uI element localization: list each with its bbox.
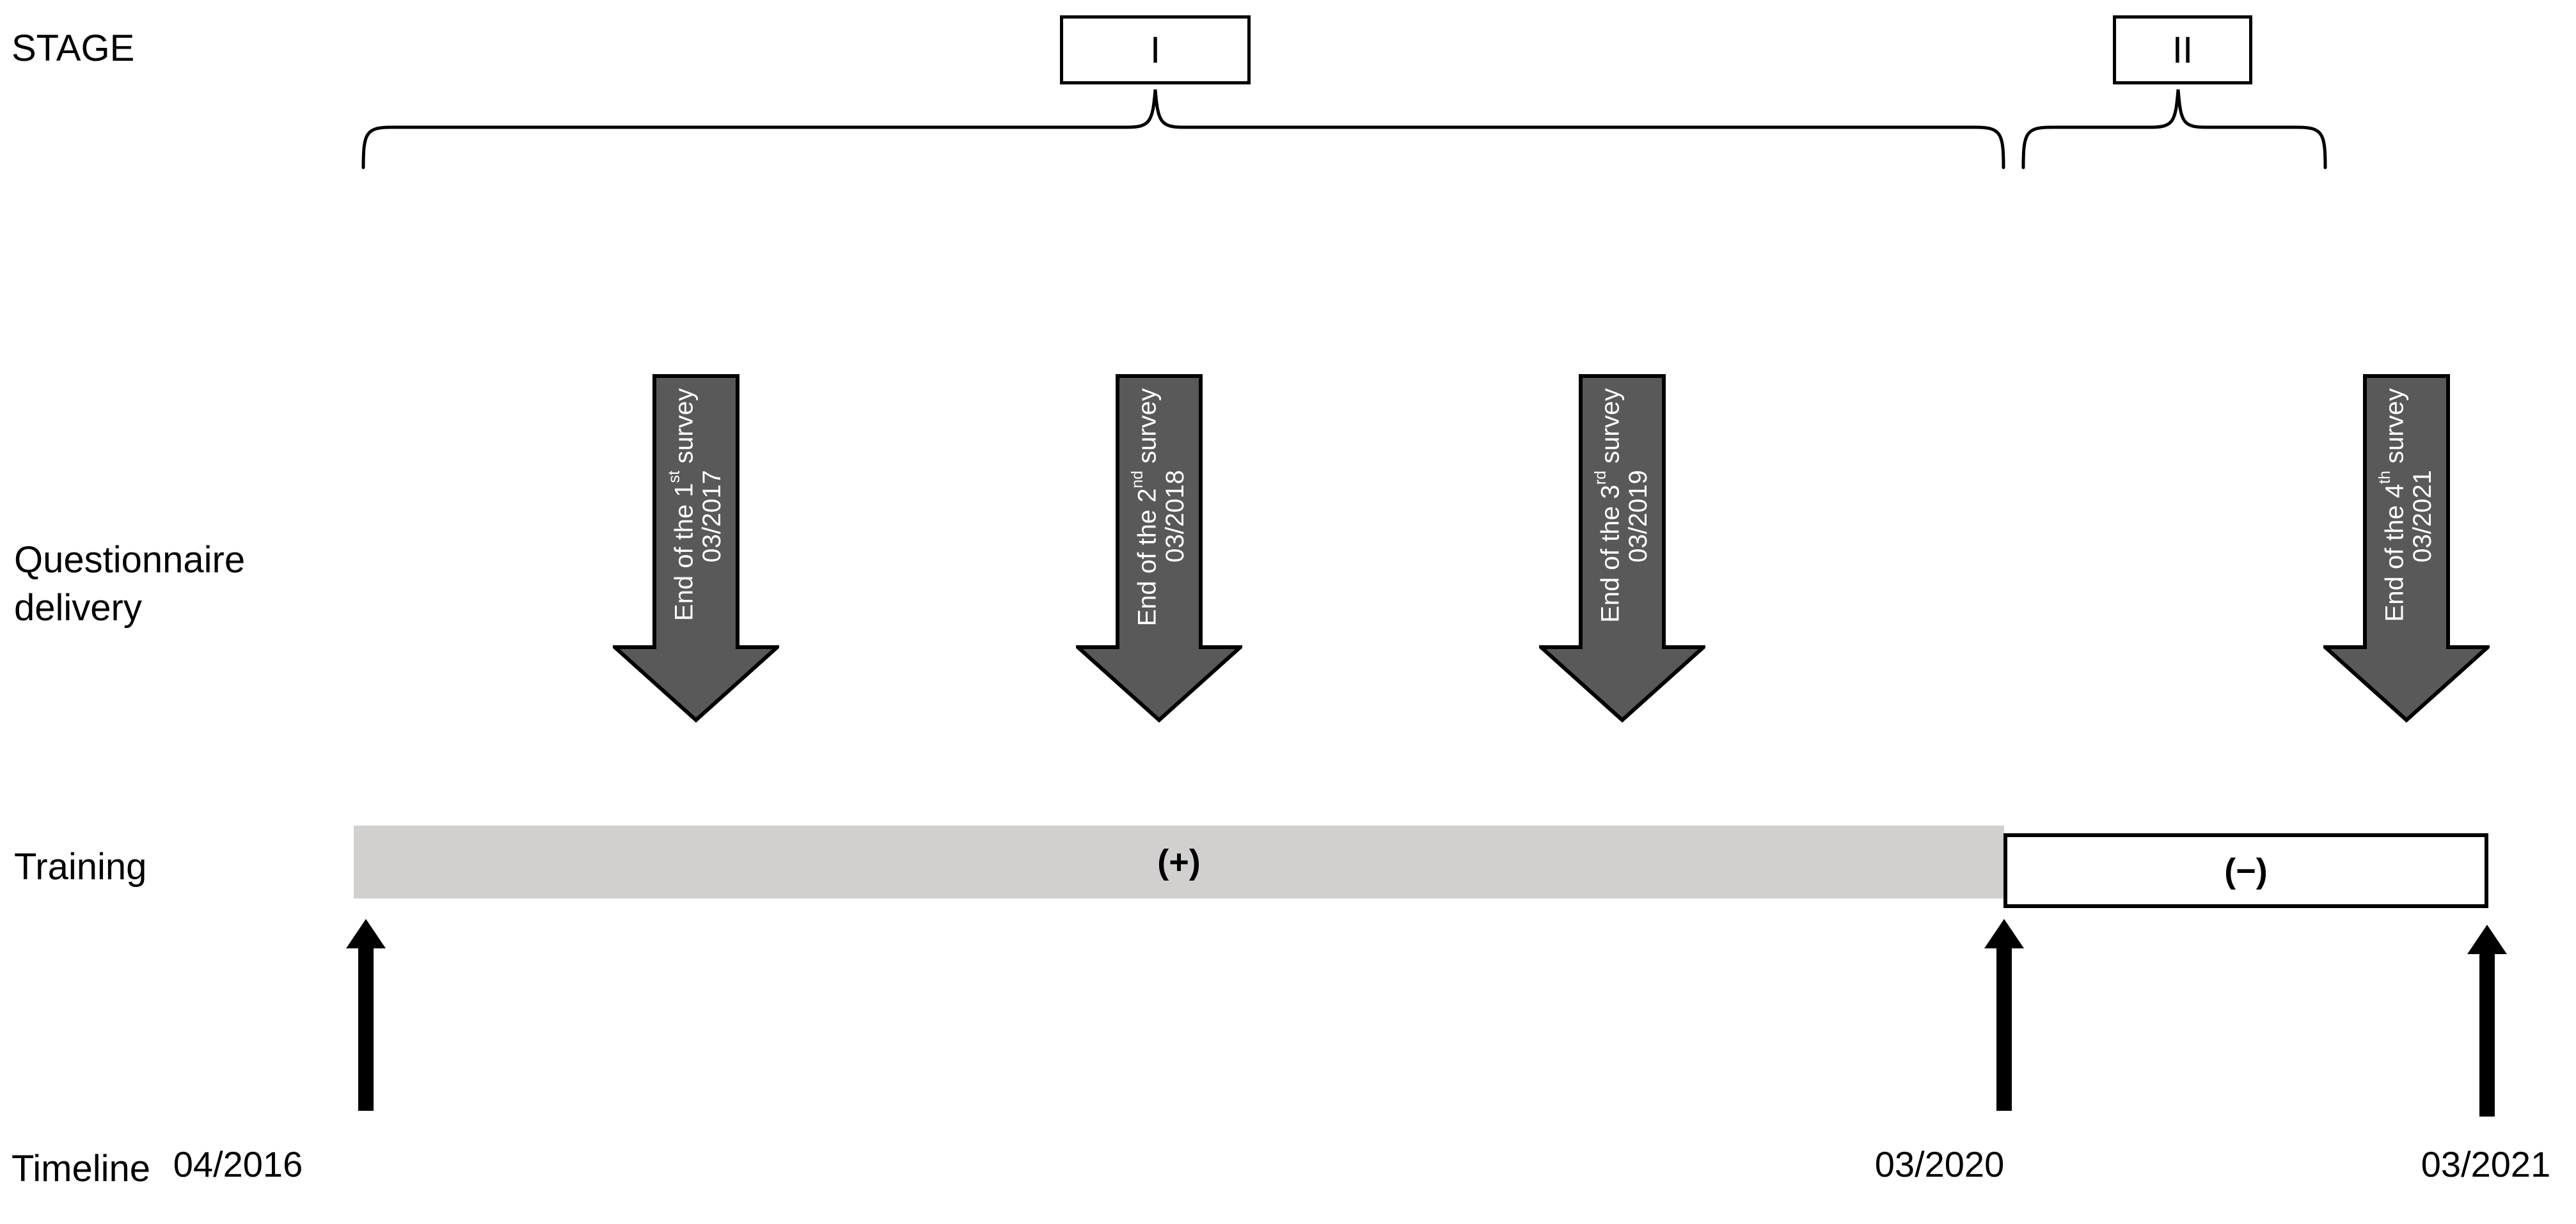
training-on-label: (+)	[1157, 843, 1201, 881]
stage-box-2-label: II	[2172, 29, 2193, 71]
timeline-marker-arrow-1	[346, 919, 386, 1111]
down-arrow-icon	[613, 374, 779, 723]
row-label-training: Training	[14, 846, 147, 888]
timeline-date-3: 03/2021	[2421, 1144, 2551, 1184]
survey-arrow-1: End of the 1st survey 03/2017	[613, 374, 779, 723]
timeline-marker-arrow-2	[1984, 919, 2024, 1111]
timeline-date-2: 03/2020	[1874, 1144, 2005, 1184]
brace-stage-1	[361, 89, 2005, 169]
stage-box-1-label: I	[1150, 29, 1161, 71]
row-label-questionnaire-delivery: Questionnaire delivery	[14, 539, 246, 629]
stage-box-2: II	[2113, 15, 2252, 84]
survey-arrow-4: End of the 4th survey 03/2021	[2323, 374, 2490, 723]
survey-arrow-3: End of the 3rd survey 03/2019	[1539, 374, 1705, 723]
row-label-timeline: Timeline	[12, 1148, 151, 1189]
training-bar-off: (−)	[2003, 833, 2488, 908]
down-arrow-icon	[1076, 374, 1242, 723]
training-off-label: (−)	[2224, 851, 2268, 890]
training-bar-on: (+)	[354, 826, 2004, 898]
timeline-marker-arrow-3	[2467, 925, 2507, 1117]
stage-box-1: I	[1060, 15, 1251, 84]
down-arrow-icon	[1539, 374, 1705, 723]
timeline-date-1: 04/2016	[173, 1144, 303, 1184]
survey-arrow-2: End of the 2nd survey 03/2018	[1076, 374, 1242, 723]
brace-stage-2	[2021, 89, 2327, 169]
row-label-stage: STAGE	[12, 27, 135, 69]
down-arrow-icon	[2323, 374, 2490, 723]
